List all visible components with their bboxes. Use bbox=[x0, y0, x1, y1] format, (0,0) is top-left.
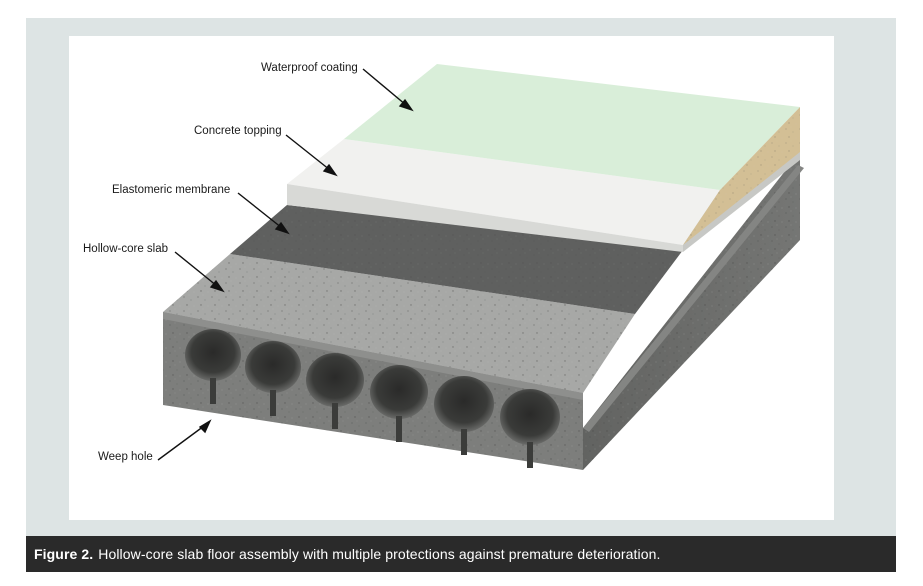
hollow-core-6 bbox=[500, 389, 560, 445]
weep-hole-4 bbox=[396, 416, 402, 442]
hollow-core-5 bbox=[434, 376, 494, 432]
weep-hole-6 bbox=[527, 442, 533, 468]
label-concrete-topping: Concrete topping bbox=[194, 125, 282, 137]
weep-hole-5 bbox=[461, 429, 467, 455]
label-elastomeric-membrane: Elastomeric membrane bbox=[112, 184, 230, 196]
label-hollow-core-slab: Hollow-core slab bbox=[83, 243, 168, 255]
weep-hole-3 bbox=[332, 403, 338, 429]
figure-number: Figure 2. bbox=[34, 546, 93, 562]
hollow-core-1 bbox=[185, 329, 241, 381]
hollow-core-2 bbox=[245, 341, 301, 393]
hollow-core-3 bbox=[306, 353, 364, 407]
label-weep-hole: Weep hole bbox=[98, 451, 153, 463]
label-waterproof-coating: Waterproof coating bbox=[261, 62, 358, 74]
weep-hole-2 bbox=[270, 390, 276, 416]
hollow-core-4 bbox=[370, 365, 428, 419]
weep-hole-1 bbox=[210, 378, 216, 404]
caption-text: Hollow-core slab floor assembly with mul… bbox=[98, 546, 660, 562]
figure-caption: Figure 2. Hollow-core slab floor assembl… bbox=[26, 536, 896, 572]
